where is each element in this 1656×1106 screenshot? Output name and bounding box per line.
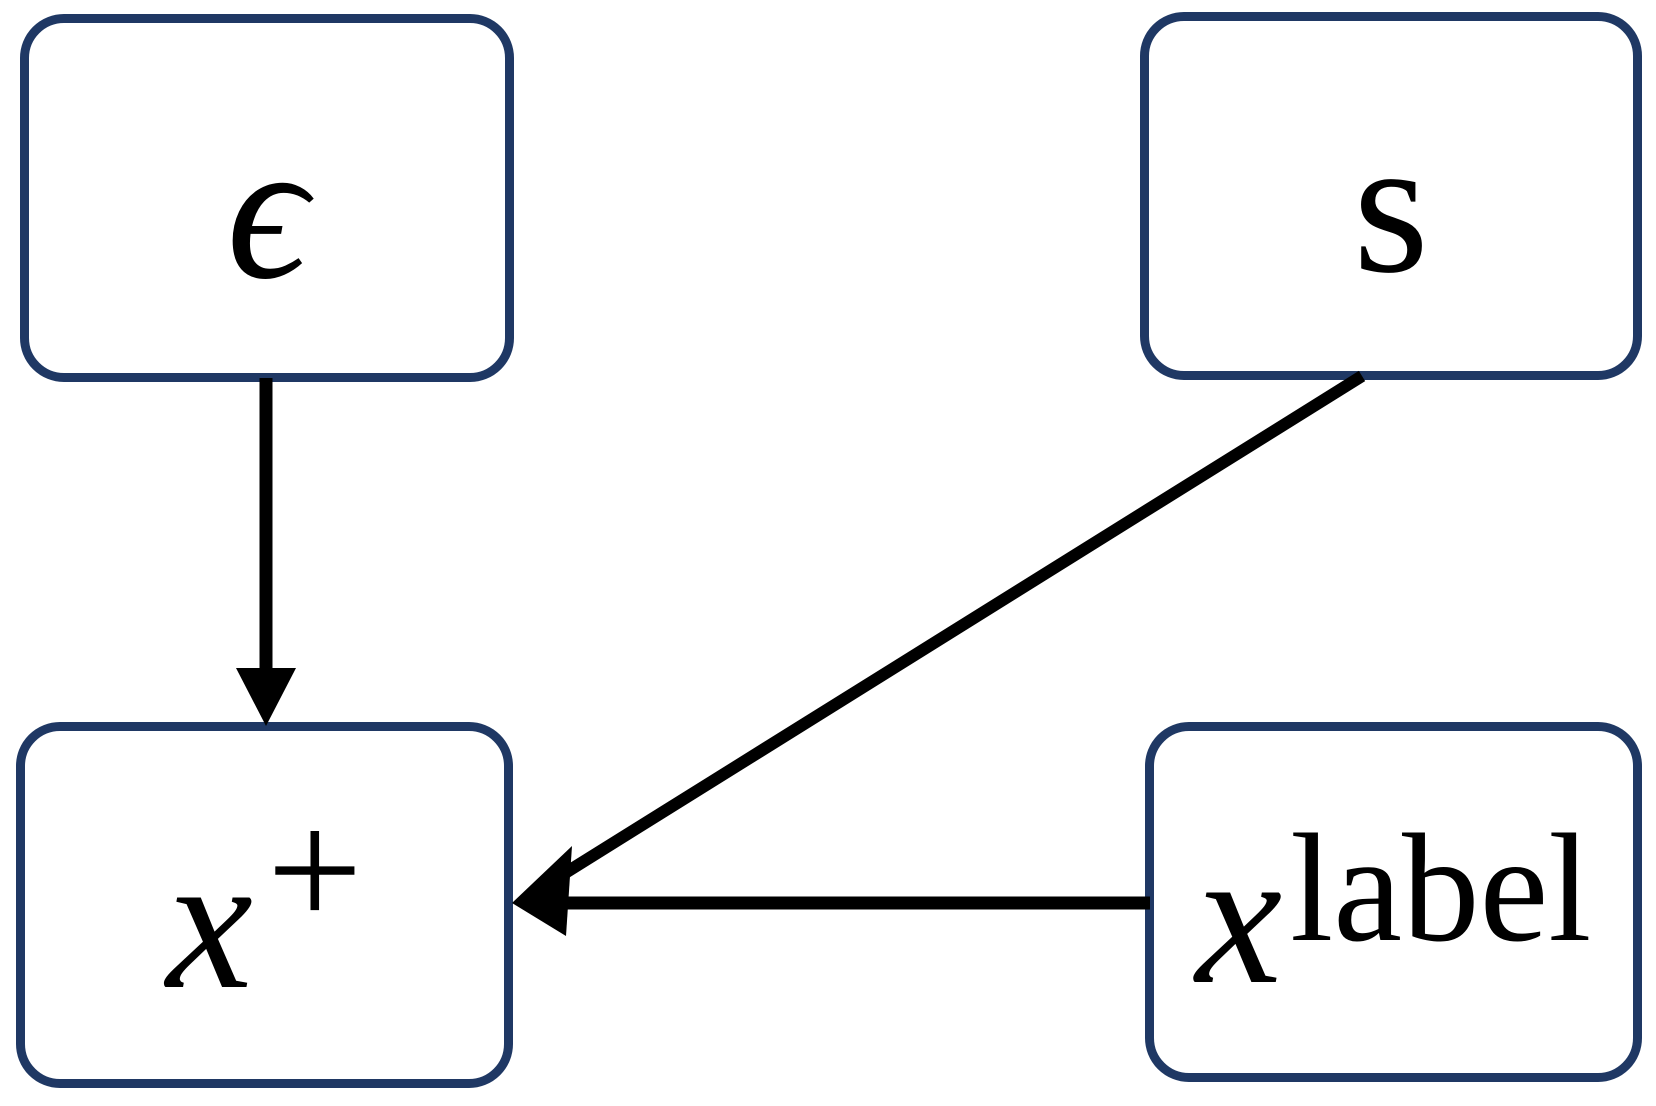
arrow-epsilon-head-icon (236, 668, 296, 726)
node-x-plus: x+ (16, 722, 513, 1088)
node-epsilon-label: ϵ (226, 100, 308, 321)
node-x-plus-base: x (166, 813, 253, 1030)
node-epsilon: ϵ (20, 14, 514, 382)
arrow-epsilon-to-x-plus (236, 378, 296, 726)
node-x-label: xlabel (1145, 722, 1642, 1082)
node-s: s (1140, 12, 1642, 380)
arrow-converging-head-icon (512, 846, 572, 936)
node-s-label: s (1353, 97, 1429, 314)
node-x-label-superscript: label (1290, 801, 1592, 974)
node-x-label-label: xlabel (1196, 810, 1592, 1015)
node-x-plus-superscript: + (266, 775, 363, 964)
node-x-label-base: x (1195, 808, 1283, 1025)
node-x-plus-label: x+ (166, 785, 362, 1020)
